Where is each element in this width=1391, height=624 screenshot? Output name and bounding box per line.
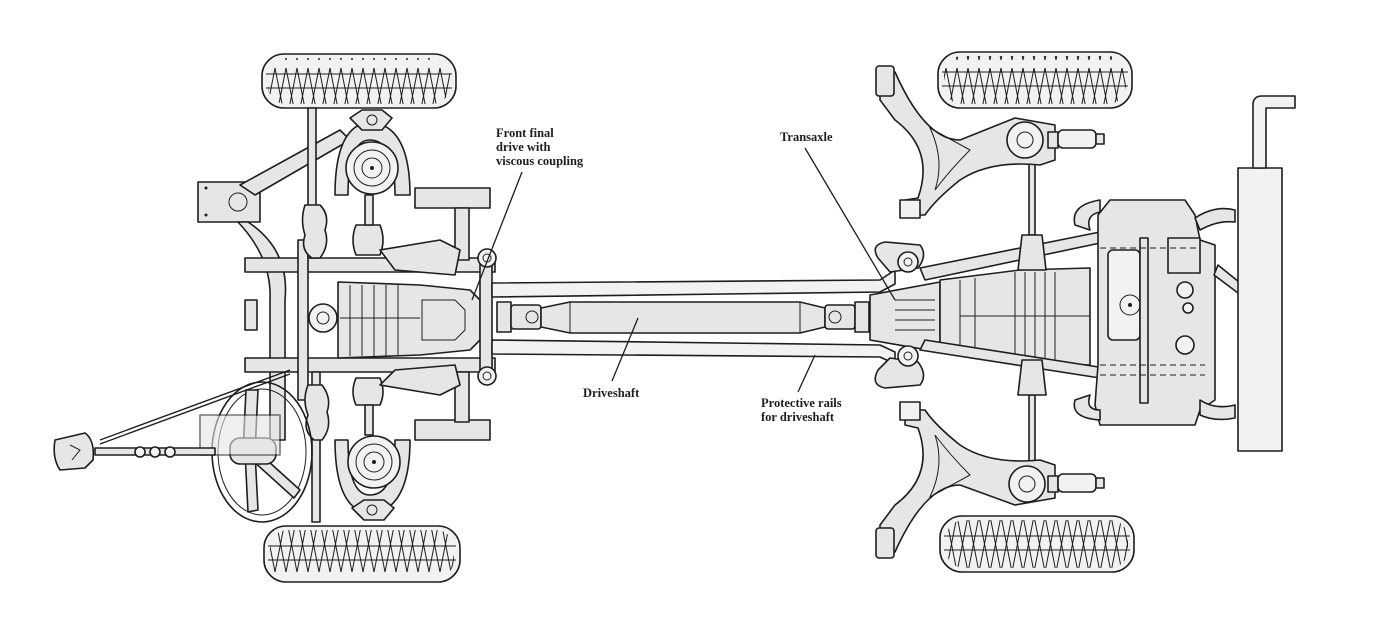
rear-half-shafts	[1017, 159, 1047, 471]
front-left-tire	[261, 53, 457, 109]
label-transaxle: Transaxle	[780, 130, 833, 144]
rear-left-wishbone	[875, 65, 1105, 219]
rear-right-tire	[939, 515, 1135, 573]
steering-wheel	[199, 381, 313, 523]
engine	[1073, 199, 1261, 426]
protective-rails	[491, 269, 896, 365]
label-protective-rails: Protective rails for driveshaft	[761, 396, 842, 424]
transaxle	[869, 231, 1106, 389]
steering-column	[94, 369, 291, 458]
leader-front-final-drive	[471, 171, 523, 301]
rear-right-wishbone	[875, 401, 1105, 559]
front-left-hub	[301, 107, 411, 259]
front-right-hub	[304, 371, 411, 523]
pedal-assembly	[53, 432, 95, 471]
leader-protective-rails	[797, 354, 816, 393]
rear-left-tire	[937, 51, 1133, 109]
leader-transaxle	[804, 147, 896, 301]
label-driveshaft: Driveshaft	[583, 386, 640, 400]
front-final-drive	[308, 239, 497, 396]
leader-driveshaft	[611, 317, 639, 382]
front-right-tire	[263, 525, 461, 583]
label-front-final-drive: Front final drive with viscous coupling	[496, 126, 584, 168]
driveshaft	[496, 301, 870, 334]
exhaust-muffler	[1237, 95, 1296, 452]
